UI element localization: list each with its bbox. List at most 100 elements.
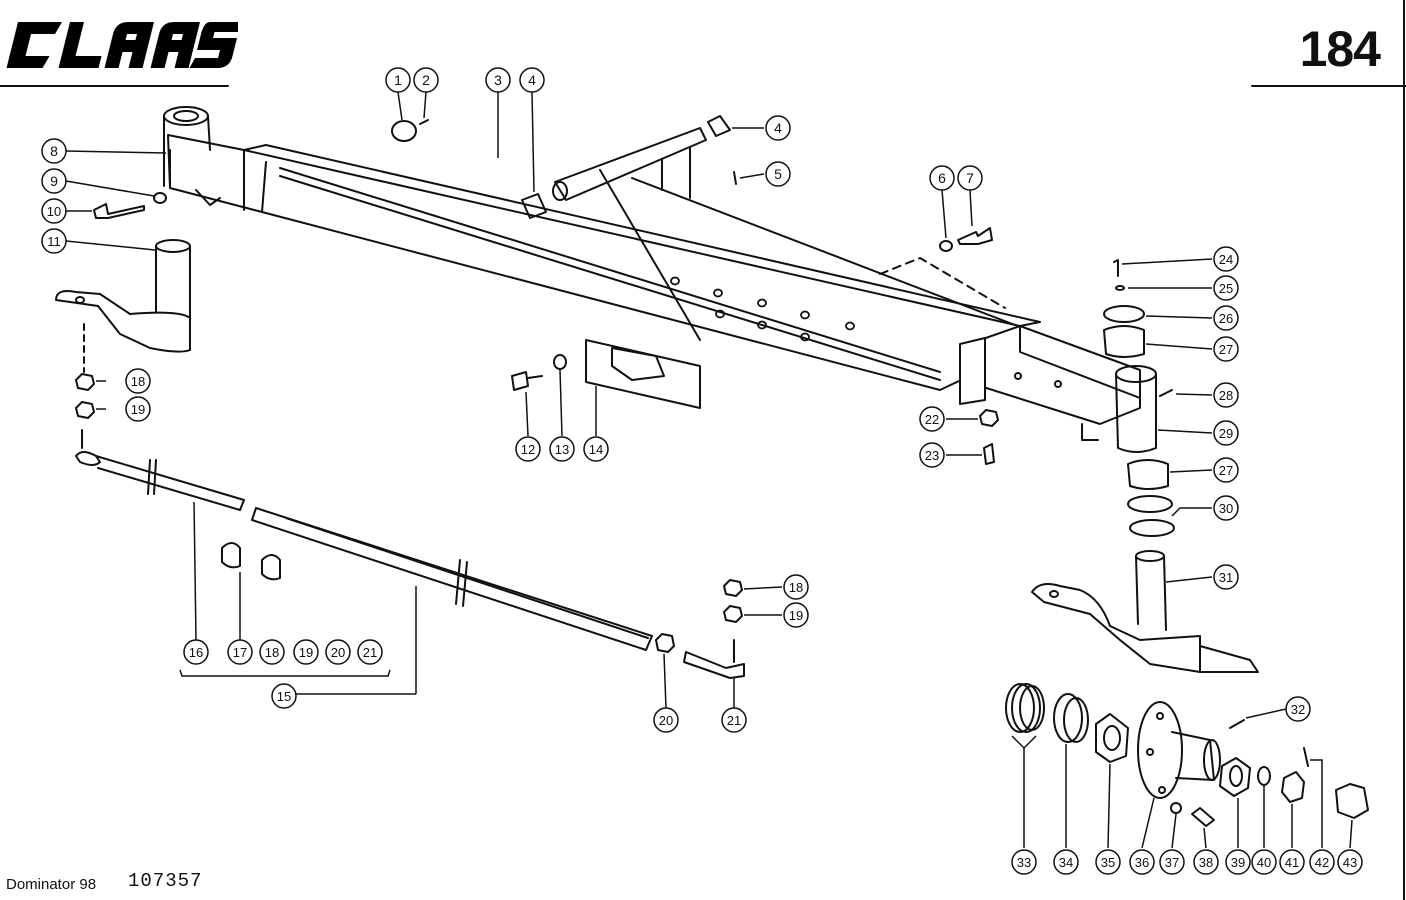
part-19-washer-right	[723, 605, 743, 623]
part-43-hub-cap	[1335, 783, 1369, 819]
part-1-cap	[391, 120, 417, 142]
callout-24: 24	[1213, 246, 1239, 272]
part-41-castle-nut	[1281, 771, 1305, 803]
callout-number: 5	[774, 166, 782, 182]
callout-number: 4	[774, 120, 782, 136]
callout-number: 20	[659, 713, 673, 728]
part-40-washer	[1257, 766, 1271, 786]
part-19-washer-left	[75, 401, 95, 419]
part-28-grease-nipple	[1159, 389, 1173, 397]
leader-lines	[65, 91, 1353, 849]
callout-31: 31	[1213, 564, 1239, 590]
callout-15: 15	[271, 683, 297, 709]
callout-number: 19	[131, 402, 145, 417]
part-37-washer	[1170, 802, 1182, 814]
callout-16: 16	[183, 639, 209, 665]
callout-20: 20	[325, 639, 351, 665]
callout-number: 21	[727, 713, 741, 728]
callout-27: 27	[1213, 457, 1239, 483]
callout-38: 38	[1193, 849, 1219, 875]
part-4-bushing-b	[521, 193, 547, 219]
callout-7: 7	[957, 165, 983, 191]
callout-number: 4	[528, 72, 536, 88]
callout-number: 8	[50, 143, 58, 159]
callout-20: 20	[653, 707, 679, 733]
part-27-bushing-top	[1103, 325, 1145, 358]
callout-number: 13	[555, 442, 569, 457]
callout-18: 18	[259, 639, 285, 665]
callout-number: 18	[265, 645, 279, 660]
callout-number: 7	[966, 170, 974, 186]
callout-number: 38	[1199, 855, 1213, 870]
part-16-tie-rod-left	[75, 429, 245, 511]
callout-number: 41	[1285, 855, 1299, 870]
callout-21: 21	[357, 639, 383, 665]
callout-18: 18	[125, 368, 151, 394]
part-11-left-steering-knuckle	[55, 239, 191, 353]
callout-39: 39	[1225, 849, 1251, 875]
callout-41: 41	[1279, 849, 1305, 875]
callout-40: 40	[1251, 849, 1277, 875]
callout-1: 1	[385, 67, 411, 93]
part-24-screw	[1113, 259, 1119, 277]
callout-number: 35	[1101, 855, 1115, 870]
callout-number: 14	[589, 442, 603, 457]
part-27-bushing-bottom	[1127, 459, 1169, 490]
dashed-link	[879, 257, 1006, 309]
callout-2: 2	[413, 67, 439, 93]
callout-37: 37	[1159, 849, 1185, 875]
callout-3: 3	[485, 67, 511, 93]
part-33-seal-spring	[1005, 683, 1045, 733]
callout-number: 25	[1219, 281, 1233, 296]
callout-8: 8	[41, 138, 67, 164]
callout-5: 5	[765, 161, 791, 187]
callout-number: 3	[494, 72, 502, 88]
callout-28: 28	[1213, 382, 1239, 408]
callout-29: 29	[1213, 420, 1239, 446]
callout-number: 2	[422, 72, 430, 88]
callout-number: 12	[521, 442, 535, 457]
callout-number: 17	[233, 645, 247, 660]
callout-number: 19	[299, 645, 313, 660]
callout-number: 19	[789, 608, 803, 623]
part-42-split-pin	[1303, 747, 1309, 767]
callout-19: 19	[293, 639, 319, 665]
callout-19: 19	[125, 396, 151, 422]
callout-number: 1	[394, 72, 402, 88]
callout-number: 10	[47, 204, 61, 219]
callout-number: 27	[1219, 463, 1233, 478]
part-21-tie-rod-end-right	[683, 639, 745, 679]
callout-number: 21	[363, 645, 377, 660]
callout-number: 30	[1219, 501, 1233, 516]
page-number: 184	[1299, 21, 1381, 77]
callout-26: 26	[1213, 305, 1239, 331]
callout-19: 19	[783, 602, 809, 628]
callout-9: 9	[41, 168, 67, 194]
callout-11: 11	[41, 228, 67, 254]
part-9-nut	[153, 192, 167, 204]
part-6-washer	[939, 240, 953, 252]
callout-number: 34	[1059, 855, 1073, 870]
part-34-seal-ring	[1053, 693, 1089, 743]
callout-36: 36	[1129, 849, 1155, 875]
callout-number: 39	[1231, 855, 1245, 870]
callout-14: 14	[583, 436, 609, 462]
callout-number: 27	[1219, 342, 1233, 357]
callout-number: 18	[789, 580, 803, 595]
part-17-clamp-a	[221, 542, 241, 569]
callout-number: 37	[1165, 855, 1179, 870]
callout-25: 25	[1213, 275, 1239, 301]
model-label: Dominator 98	[6, 876, 97, 893]
beam-holes	[670, 276, 855, 342]
callout-4: 4	[519, 67, 545, 93]
part-26-cap	[1103, 305, 1145, 323]
callout-number: 31	[1219, 570, 1233, 585]
part-39-bearing	[1219, 757, 1251, 797]
part-20-nut-right	[655, 633, 675, 653]
callout-22: 22	[919, 406, 945, 432]
callout-number: 28	[1219, 388, 1233, 403]
callout-number: 33	[1017, 855, 1031, 870]
